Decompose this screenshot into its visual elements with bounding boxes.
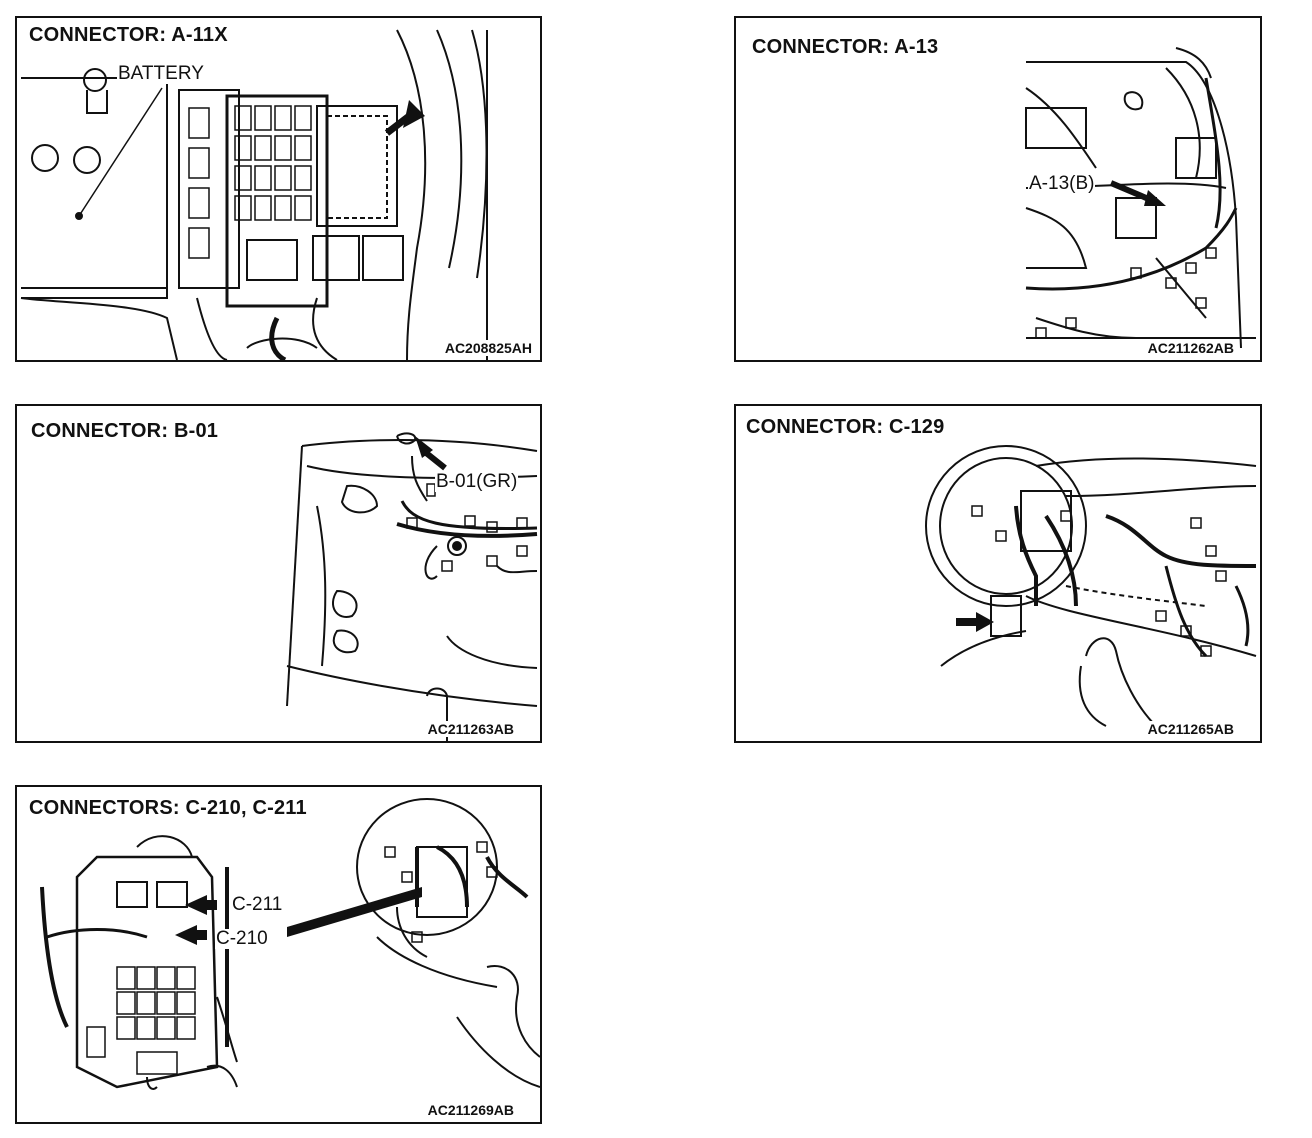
panel-title: CONNECTOR: A-13 [750,36,941,59]
connector-c-210-label: C-210 [215,928,269,949]
panel-title: CONNECTOR: A-11X [27,24,230,47]
panel-connector-a-11x: CONNECTOR: A-11X BATTERY AC208825AH [15,16,542,362]
panel-title: CONNECTOR: B-01 [29,420,221,443]
connector-a-13-label: A-13(B) [1028,173,1096,194]
battery-label: BATTERY [117,63,205,84]
figure-code: AC211262AB [1145,340,1236,356]
engine-compartment-harness-illustration [286,432,538,741]
junction-block-illustration [40,798,540,1090]
instrument-panel-steering-illustration [925,445,1257,727]
figure-code: AC211263AB [425,721,516,737]
connector-b-01-label: B-01(GR) [435,471,519,492]
panel-title: CONNECTORS: C-210, C-211 [27,797,309,820]
panel-title: CONNECTOR: C-129 [744,416,947,439]
figure-code: AC208825AH [442,340,534,356]
connector-c-211-label: C-211 [231,894,284,915]
panel-connector-b-01: CONNECTOR: B-01 B-01(GR) AC211263AB [15,404,542,743]
front-engine-compartment-illustration [1025,47,1256,349]
panel-connector-c-129: CONNECTOR: C-129 AC211265AB [734,404,1262,743]
panel-connector-a-13: CONNECTOR: A-13 A-13(B) AC211262AB [734,16,1262,362]
figure-code: AC211269AB [425,1102,516,1118]
figure-code: AC211265AB [1145,721,1236,737]
engine-bay-battery-illustration [20,29,488,360]
panel-connectors-c-210-c-211: CONNECTORS: C-210, C-211 C-211 C-210 AC2… [15,785,542,1124]
